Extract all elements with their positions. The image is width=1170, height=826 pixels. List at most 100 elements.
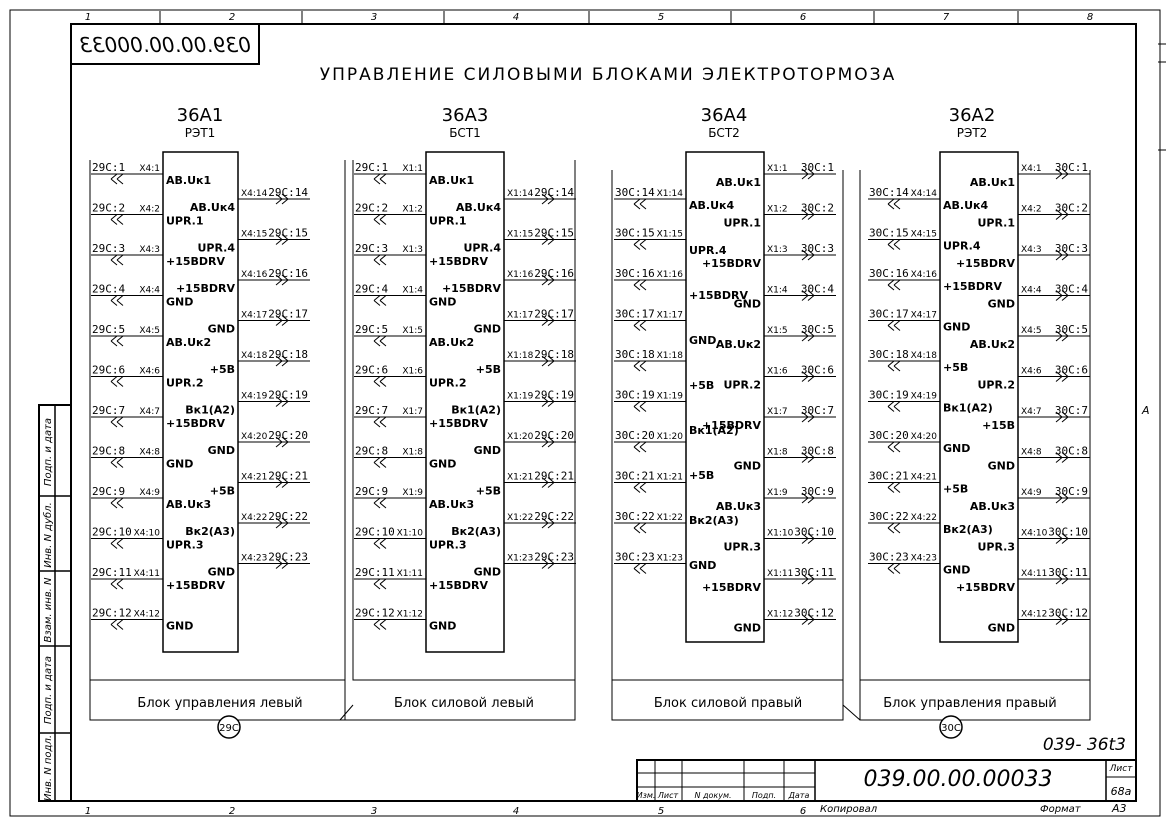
mirrored-doc-number-box: 039.00.00.00033 bbox=[70, 23, 260, 65]
arrow-mark bbox=[541, 396, 555, 407]
arrow-mark bbox=[801, 249, 815, 261]
connector-label: X1:20 bbox=[657, 432, 684, 442]
wire-label: 30С:21 bbox=[869, 470, 909, 483]
pin-label: UPR.4 bbox=[197, 242, 235, 255]
connector-label: X4:16 bbox=[911, 270, 938, 280]
arrow-mark bbox=[275, 315, 289, 326]
arrow-mark bbox=[275, 517, 289, 529]
wire-label: 29С:9 bbox=[92, 485, 125, 498]
wire-label: 29С:16 bbox=[268, 267, 308, 280]
connector-label: X4:16 bbox=[241, 270, 268, 280]
pin-label: GND bbox=[429, 458, 456, 471]
connector-label: X4:12 bbox=[134, 610, 160, 620]
arrow-mark bbox=[633, 198, 647, 210]
column-number-bottom: 1 bbox=[85, 806, 91, 817]
wire-label: 30С:1 bbox=[801, 161, 834, 174]
harness-29c: 29С bbox=[217, 715, 241, 739]
connector-label: X1:5 bbox=[767, 326, 788, 336]
connector-label: X4:15 bbox=[241, 230, 267, 240]
pin-label: GND bbox=[474, 444, 501, 457]
arrow-mark bbox=[633, 401, 647, 412]
connector-label: X4:4 bbox=[1021, 286, 1042, 296]
wire-label: 30С:8 bbox=[801, 445, 834, 458]
connector-label: X4:19 bbox=[241, 392, 268, 402]
arrow-mark bbox=[541, 558, 555, 569]
pin-label: АВ.Uк4 bbox=[943, 199, 988, 212]
arrow-mark bbox=[541, 193, 555, 205]
connector-label: X4:14 bbox=[241, 189, 268, 199]
connector-label: X1:21 bbox=[657, 473, 683, 483]
wire-label: 29С:16 bbox=[534, 267, 574, 280]
connector-label: X4:18 bbox=[241, 351, 268, 361]
group-label-power-right: Блок силовой правый bbox=[654, 696, 802, 711]
arrow-mark bbox=[1055, 330, 1069, 342]
connector-label: X1:16 bbox=[507, 270, 534, 280]
pin-label: АВ.Uк2 bbox=[716, 338, 761, 351]
arrow-mark bbox=[801, 209, 815, 220]
arrow-mark bbox=[801, 168, 815, 180]
block-name: 36А3 bbox=[442, 105, 489, 126]
connector-label: X4:2 bbox=[139, 205, 160, 215]
sheet-code: 039- 36t3 bbox=[1043, 735, 1126, 755]
pin-label: +5В bbox=[476, 485, 501, 498]
wire-label: 30С:15 bbox=[869, 227, 909, 240]
pin-label: UPR.2 bbox=[977, 379, 1015, 392]
arrow-mark bbox=[1055, 290, 1069, 301]
arrow-mark bbox=[373, 578, 387, 590]
pin-label: +15BDRV bbox=[956, 581, 1016, 594]
arrow-mark bbox=[110, 376, 124, 387]
arrow-mark bbox=[110, 578, 124, 590]
arrow-mark bbox=[541, 477, 555, 488]
column-number-top: 5 bbox=[658, 12, 664, 23]
wire-label: 29С:5 bbox=[355, 323, 388, 336]
connector-label: X4:6 bbox=[139, 367, 160, 377]
connector-label: X4:21 bbox=[911, 473, 937, 483]
wire-label: 29С:8 bbox=[92, 445, 125, 458]
arrow-mark bbox=[801, 533, 815, 544]
pin-label: +15BDRV bbox=[689, 289, 749, 302]
wire-label: 29С:21 bbox=[534, 470, 574, 483]
connector-label: X4:5 bbox=[139, 326, 160, 336]
wire-label: 29С:6 bbox=[355, 364, 388, 377]
wire-label: 29С:20 bbox=[268, 429, 308, 442]
wire-label: 30С:7 bbox=[801, 404, 834, 417]
connector-label: X1:6 bbox=[767, 367, 788, 377]
wire-label: 30С:15 bbox=[615, 227, 655, 240]
wire-label: 30С:19 bbox=[615, 389, 655, 402]
pin-label: GND bbox=[988, 298, 1015, 311]
pin-label: UPR.2 bbox=[166, 377, 204, 390]
pin-label: UPR.1 bbox=[723, 217, 761, 230]
arrow-mark bbox=[801, 573, 815, 585]
connector-label: X1:22 bbox=[507, 513, 533, 523]
arrow-mark bbox=[633, 360, 647, 372]
harness-29c-label: 29С bbox=[219, 723, 239, 734]
connector-label: X1:11 bbox=[397, 569, 423, 579]
wire-label: 29С:6 bbox=[92, 364, 125, 377]
connector-label: X1:8 bbox=[767, 448, 788, 458]
connector-label: X4:23 bbox=[911, 554, 937, 564]
left-side-strip: Подп. и дата Инв. N дубл. Взам. инв. N П… bbox=[38, 404, 72, 802]
wire-label: 30С:6 bbox=[1055, 364, 1088, 377]
connector-label: X1:21 bbox=[507, 473, 533, 483]
wire-label: 30С:2 bbox=[1055, 202, 1088, 215]
pin-label: +15BDRV bbox=[429, 417, 489, 430]
pin-label: UPR.3 bbox=[429, 539, 467, 552]
wire-label: 30С:7 bbox=[1055, 404, 1088, 417]
arrow-mark bbox=[373, 376, 387, 387]
arrow-mark bbox=[633, 320, 647, 331]
pin-label: UPR.1 bbox=[429, 215, 467, 228]
connector-label: X4:1 bbox=[1021, 164, 1042, 174]
wire-label: 29С:18 bbox=[534, 348, 574, 361]
arrow-mark bbox=[275, 477, 289, 488]
arrow-mark bbox=[541, 436, 555, 448]
connector-label: X1:7 bbox=[402, 407, 423, 417]
wire-label: 30С:16 bbox=[615, 267, 655, 280]
pin-label: UPR.2 bbox=[429, 377, 467, 390]
block-body bbox=[939, 151, 1019, 643]
wire-label: 30С:4 bbox=[1055, 283, 1088, 296]
wire-label: 29С:12 bbox=[355, 607, 395, 620]
arrow-mark bbox=[541, 315, 555, 326]
